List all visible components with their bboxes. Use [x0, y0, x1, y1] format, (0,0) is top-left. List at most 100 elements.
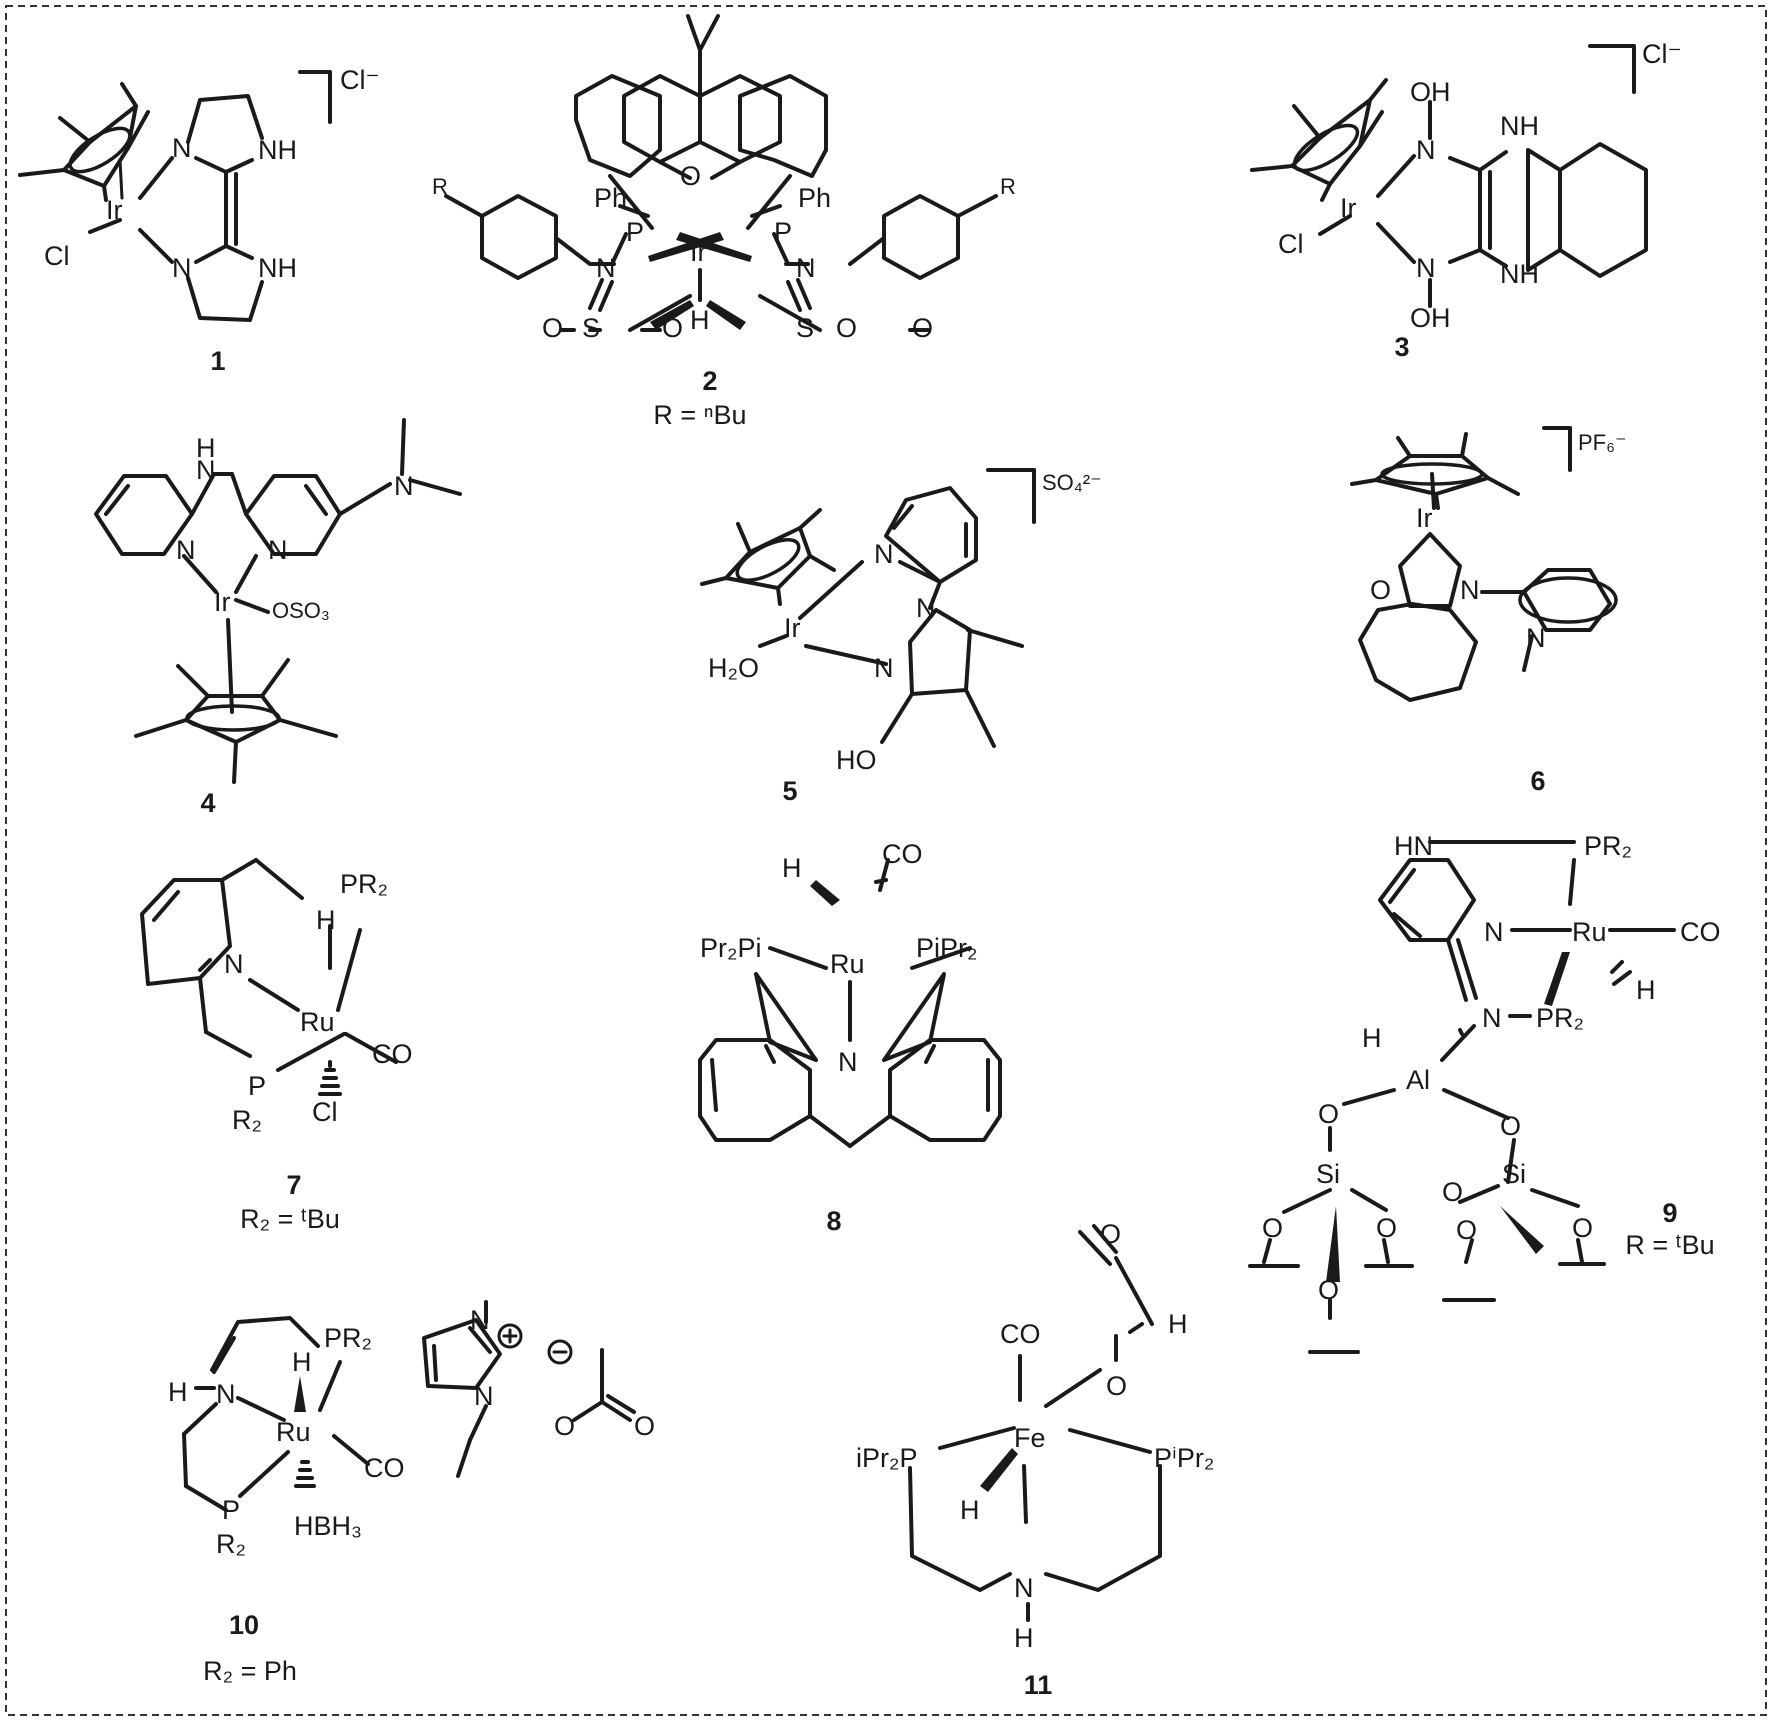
atom-label: H	[1636, 975, 1656, 1005]
atom-label: Si	[1316, 1159, 1340, 1189]
compound-number: 11	[1024, 1670, 1053, 1700]
compound-number: 9	[1662, 1198, 1677, 1228]
atom-label: OH	[1410, 303, 1451, 333]
atom-label: H₂O	[708, 653, 759, 683]
atom-label: O	[634, 1411, 655, 1441]
atom-label: H	[168, 1377, 188, 1407]
atom-label: N	[470, 1305, 490, 1335]
atom-label: Ru	[276, 1417, 311, 1447]
cp-star-ring	[700, 508, 836, 606]
counterion: Cl⁻	[1642, 39, 1682, 69]
atom-label: N	[874, 653, 894, 683]
atom-label: H	[782, 853, 802, 883]
atom-label: H	[1014, 1623, 1034, 1653]
atom-label: O	[1500, 1111, 1521, 1141]
atom-label: N	[172, 133, 192, 163]
atom-label: Ir	[784, 613, 801, 643]
atom-label: O	[1376, 1213, 1397, 1243]
atom-label: Ir	[1340, 193, 1357, 223]
atom-label: H	[960, 1495, 980, 1525]
compound-number: 3	[1394, 332, 1409, 362]
atom-label: N	[916, 593, 936, 623]
atom-label: H	[690, 305, 710, 335]
atom-label: Ir	[106, 195, 123, 225]
atom-label: N	[224, 949, 244, 979]
compound-5: N Ir N N H₂O HO SO₄²⁻ 5	[700, 468, 1102, 806]
atom-label: O	[1318, 1099, 1339, 1129]
atom-label: P	[774, 217, 792, 247]
atom-label: Ir	[1416, 503, 1433, 533]
atom-label: R₂	[232, 1105, 262, 1135]
atom-label: N	[394, 471, 414, 501]
atom-label: CO	[1000, 1319, 1041, 1349]
atom-label: O	[836, 313, 857, 343]
atom-label: PR₂	[324, 1323, 372, 1353]
atom-label: PR₂	[340, 869, 388, 899]
atom-label: NH	[1500, 259, 1539, 289]
atom-label: H	[292, 1347, 312, 1377]
atom-label: N	[1416, 253, 1436, 283]
atom-label: HN	[1394, 831, 1433, 861]
atom-label: OSO₃	[272, 598, 330, 623]
compound-number: 10	[229, 1610, 259, 1640]
atom-label: N	[176, 535, 196, 565]
compound-9: HN PR₂ N Ru CO H N PR₂ H Al O O Si Si O …	[1248, 831, 1721, 1354]
compound-substituent: R₂ = Ph	[203, 1656, 297, 1686]
atom-label: CO	[364, 1453, 405, 1483]
compound-number: 1	[210, 346, 225, 376]
atom-label: O	[1456, 1215, 1477, 1245]
atom-label: iPr₂P	[856, 1443, 918, 1473]
atom-label: Ph	[798, 183, 831, 213]
atom-label: HO	[836, 745, 877, 775]
atom-label: Si	[1502, 1159, 1526, 1189]
atom-label: P	[248, 1071, 266, 1101]
atom-label: S	[796, 313, 814, 343]
atom-label: O	[1572, 1213, 1593, 1243]
compound-number: 6	[1530, 766, 1545, 796]
atom-label: Pr₂Pi	[700, 933, 762, 963]
atom-label: N	[796, 253, 816, 283]
atom-label: R₂	[216, 1529, 246, 1559]
atom-label: N	[596, 253, 616, 283]
atom-label: O	[912, 313, 933, 343]
compound-11: CO O O H iPr₂P Fe PⁱPr₂ H N H 11	[856, 1219, 1214, 1700]
counterion: Cl⁻	[340, 65, 380, 95]
compound-substituent: R = ᵗBu	[1625, 1230, 1714, 1260]
compound-number: 2	[702, 366, 717, 396]
atom-label: R	[432, 174, 448, 199]
atom-label: O	[1318, 1275, 1339, 1305]
atom-label: N	[474, 1381, 494, 1411]
atom-label: CO	[1680, 917, 1721, 947]
atom-label: N	[838, 1047, 858, 1077]
atom-label: O	[1370, 575, 1391, 605]
atom-label: N	[172, 253, 192, 283]
atom-label: HBH₃	[294, 1511, 362, 1541]
counterion: SO₄²⁻	[1042, 470, 1102, 495]
atom-label: R	[1000, 174, 1016, 199]
compound-substituent: R₂ = ᵗBu	[240, 1204, 340, 1234]
atom-label: N	[874, 539, 894, 569]
atom-label: NH	[258, 253, 297, 283]
atom-label: Ph	[594, 183, 627, 213]
atom-label: Fe	[1014, 1423, 1046, 1453]
atom-label: Al	[1406, 1065, 1430, 1095]
compound-number: 4	[200, 788, 215, 818]
counterion: PF₆⁻	[1578, 430, 1627, 455]
compound-number: 5	[782, 776, 797, 806]
atom-label: O	[542, 313, 563, 343]
atom-label: NH	[1500, 111, 1539, 141]
compound-10: H N PR₂ H Ru CO P R₂ HBH₃ N N O O 10 R₂ …	[168, 1300, 655, 1686]
cp-star-ring	[18, 82, 150, 202]
atom-label: N	[1416, 135, 1436, 165]
cp-star-ring	[1250, 78, 1388, 202]
dashed-border	[5, 5, 1767, 1716]
atom-label: N	[1482, 1003, 1502, 1033]
atom-label: O	[554, 1411, 575, 1441]
compound-number: 8	[826, 1206, 841, 1236]
atom-label: S	[582, 313, 600, 343]
atom-label: N	[196, 455, 216, 485]
atom-label: Cl	[312, 1097, 338, 1127]
atom-label: H	[1168, 1309, 1188, 1339]
compound-number: 7	[286, 1170, 301, 1200]
